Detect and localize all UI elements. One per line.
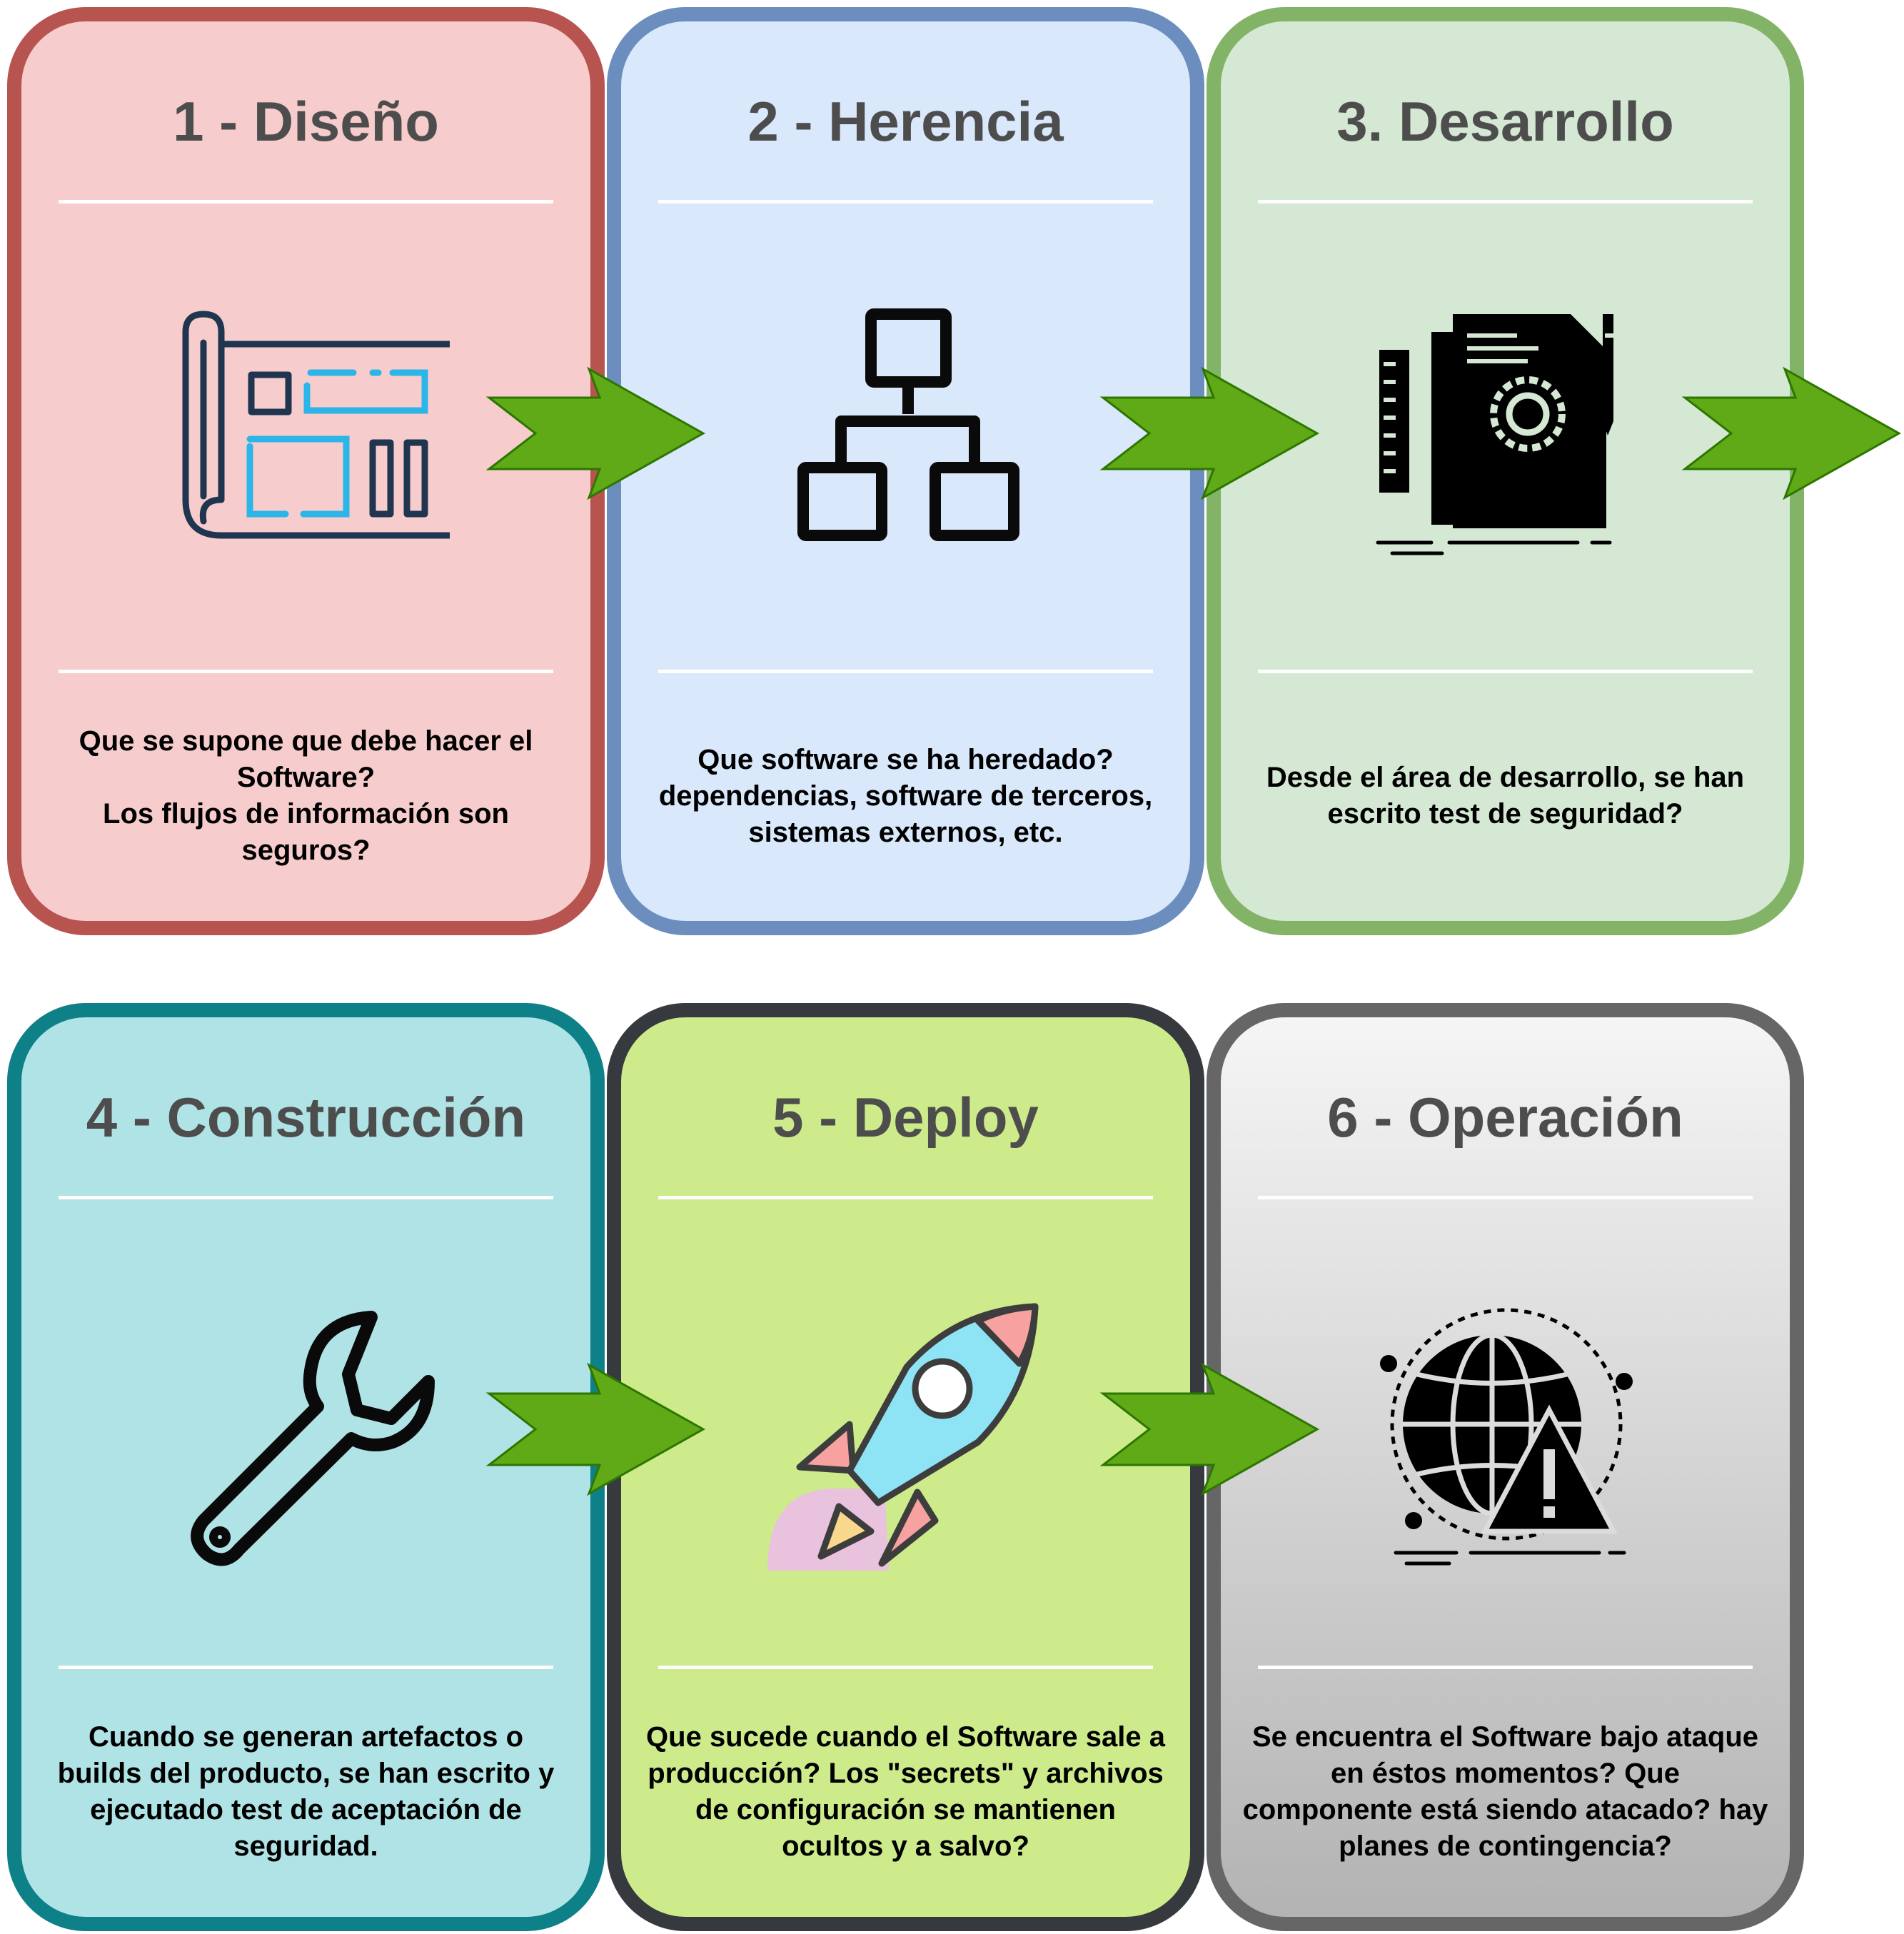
globe-warning-icon — [1364, 1289, 1649, 1574]
stage-title: 4 - Construcción — [86, 1086, 526, 1149]
stage-card-construccion: 4 - Construcción Cuando se generan artef… — [7, 1003, 605, 1931]
hierarchy-icon — [764, 293, 1049, 578]
stage-description: Que software se ha heredado? dependencia… — [658, 743, 1153, 848]
divider — [1258, 200, 1753, 203]
stage-card-diseno: 1 - Diseño Que se supone que debe hacer … — [7, 7, 605, 935]
flow-arrow-4-to-5 — [485, 1361, 707, 1497]
divider — [1258, 1666, 1753, 1669]
divider — [59, 1196, 553, 1199]
stage-card-herencia: 2 - Herencia Que software se ha heredado… — [607, 7, 1204, 935]
stage-title: 2 - Herencia — [747, 90, 1064, 153]
development-document-icon — [1364, 293, 1649, 578]
divider — [1258, 670, 1753, 673]
stage-card-deploy: 5 - Deploy Que sucede cuando el Software… — [607, 1003, 1204, 1931]
rocket-icon — [764, 1289, 1049, 1574]
stage-description: Se encuentra el Software bajo ataque en … — [1242, 1721, 1768, 1862]
wrench-icon — [164, 1289, 450, 1574]
stage-title: 6 - Operación — [1327, 1086, 1683, 1149]
stage-title: 3. Desarrollo — [1336, 90, 1674, 153]
stage-description: Que sucede cuando el Software sale a pro… — [646, 1721, 1165, 1862]
stage-description: Que se supone que debe hacer el Software… — [79, 725, 533, 866]
divider — [658, 1666, 1153, 1669]
divider — [59, 670, 553, 673]
flow-arrow-1-to-2 — [485, 366, 707, 501]
stage-title: 5 - Deploy — [772, 1086, 1039, 1149]
divider — [658, 1196, 1153, 1199]
divider — [658, 200, 1153, 203]
divider — [59, 200, 553, 203]
stage-description: Cuando se generan artefactos o builds de… — [57, 1721, 555, 1862]
divider — [658, 670, 1153, 673]
stage-card-desarrollo: 3. Desarrollo — [1207, 7, 1804, 935]
stage-card-operacion: 6 - Operación Se encuentra el — [1207, 1003, 1804, 1931]
stage-title: 1 - Diseño — [173, 90, 439, 153]
flow-arrow-5-to-6 — [1099, 1361, 1321, 1497]
divider — [59, 1666, 553, 1669]
divider — [1258, 1196, 1753, 1199]
flow-arrow-3-to-4 — [1681, 366, 1903, 501]
stage-description: Desde el área de desarrollo, se han escr… — [1266, 762, 1745, 830]
flow-arrow-2-to-3 — [1099, 366, 1321, 501]
blueprint-icon — [164, 293, 460, 578]
